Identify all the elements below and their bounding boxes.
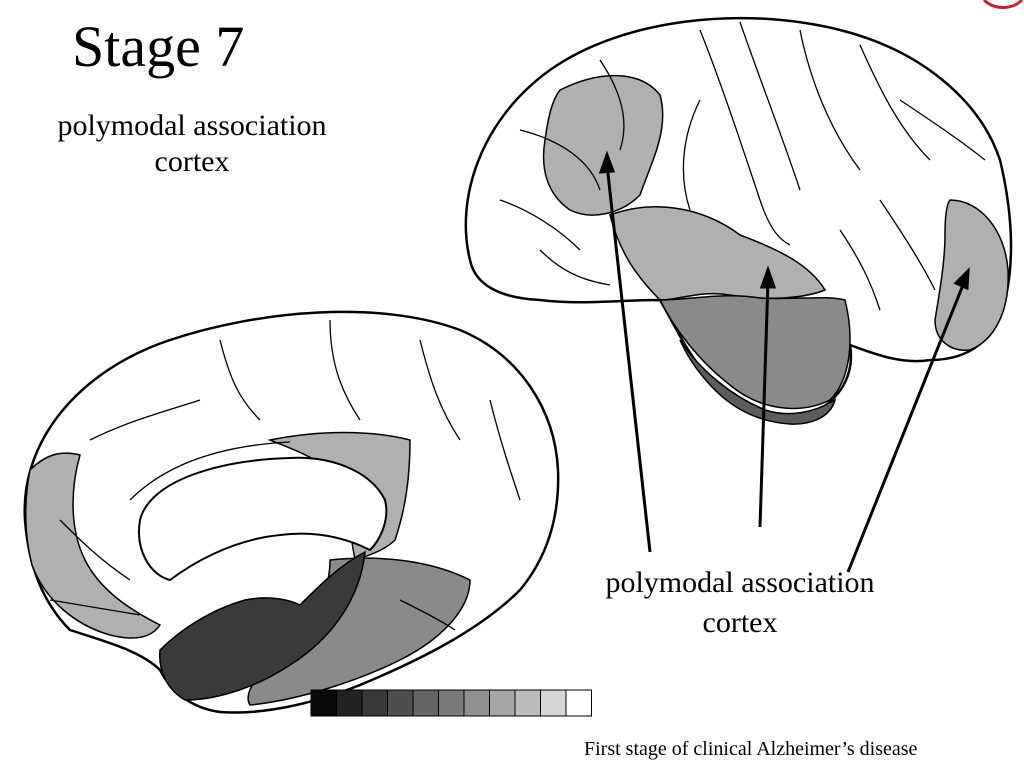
callout-label-line-2: cortex [702,606,778,639]
legend-swatch [565,689,592,717]
lateral-temporal-inferior-region [679,339,837,425]
corner-logo-mark [982,0,1024,9]
lateral-parietal-region [542,74,664,216]
lateral-brain [464,16,1013,425]
medial-entorhinal-region [159,550,366,701]
arrow-to-parietal [605,164,652,553]
legend-swatch [438,689,465,717]
legend-swatch [361,689,388,717]
medial-sulci [49,319,521,631]
arrowhead-frontal [953,267,970,291]
lateral-temporal-middle-region [658,295,851,410]
stage-title: Stage 7 [72,14,245,79]
slide-caption: First stage of clinical Alzheimer’s dise… [584,738,918,760]
corpus-callosum [138,456,388,582]
subtitle-line-1: polymodal association [57,109,327,142]
legend-swatch [540,689,567,717]
legend-swatch [514,689,541,717]
medial-occipital-region [25,452,162,639]
medial-brain [23,310,560,714]
grayscale-legend [310,689,592,717]
arrowhead-temporal [759,265,777,289]
lateral-sulci [499,21,986,311]
legend-swatch [463,689,490,717]
legend-swatch [412,689,439,717]
callout-label: polymodal association cortex [580,563,900,643]
legend-swatch [310,689,337,717]
legend-swatch [387,689,414,717]
subtitle: polymodal association cortex [32,108,352,180]
callout-label-line-1: polymodal association [605,566,875,599]
arrow-to-frontal [846,279,967,573]
arrowhead-parietal [598,150,616,174]
arrow-to-temporal [758,279,770,528]
callout-arrows [598,150,970,573]
legend-swatch [336,689,363,717]
legend-swatch [489,689,516,717]
subtitle-line-2: cortex [154,145,230,178]
